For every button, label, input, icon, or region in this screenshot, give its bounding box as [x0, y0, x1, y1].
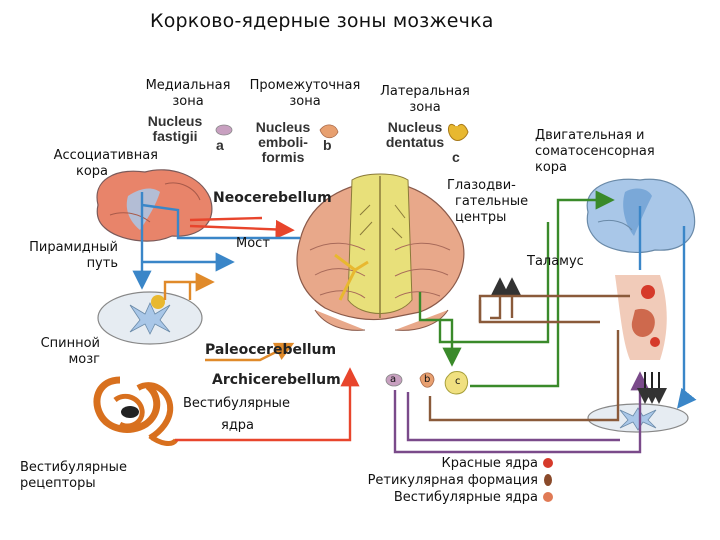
zone-medial-latin-1: Nucleus — [147, 113, 203, 129]
motor-cortex-line-1: Двигательная и — [535, 128, 645, 143]
archicerebellum-label: Archicerebellum — [212, 372, 341, 388]
legend-vestibular-nuclei: Вестибулярные ядра — [393, 490, 538, 505]
spinal-cord-left — [97, 291, 203, 345]
vestibular-receptors-line-2: рецепторы — [20, 476, 96, 491]
cerebellum — [296, 173, 465, 331]
zone-medial-name-1: Медиальная — [145, 78, 231, 93]
vestibular-nuclei-line-2: ядра — [221, 418, 255, 433]
legend-dot-vestibular — [543, 492, 553, 502]
spinal-cord-line-2: мозг — [68, 352, 100, 367]
zone-medial-latin-2: fastigii — [152, 128, 198, 144]
associative-cortex-label: Ассоциативная кора — [26, 148, 158, 180]
thalamus-label: Таламус — [527, 254, 584, 269]
vestibular-receptors-line-1: Вестибулярные — [20, 460, 127, 475]
legend-red-nuclei: Красные ядра — [441, 456, 538, 471]
pyramidal-tract-line-2: путь — [86, 256, 118, 271]
zone-intermediate-letter: b — [323, 137, 332, 153]
zone-intermediate-latin: Nucleus emboli- formis — [248, 120, 318, 165]
zone-lateral-letter: c — [452, 149, 460, 165]
paleocerebellum-label: Paleocerebellum — [205, 342, 337, 358]
zone-lateral-latin-2: dentatus — [385, 134, 445, 150]
brainstem-right — [615, 275, 667, 360]
diagram-title: Корково-ядерные зоны мозжечка — [150, 10, 494, 32]
zone-intermediate-latin-2: emboli- — [258, 134, 308, 150]
zone-lateral-name-2: зона — [409, 100, 441, 115]
legend-reticular-formation: Ретикулярная формация — [367, 473, 538, 488]
vestibular-receptor-organ — [93, 376, 179, 446]
legend: Красные ядра Ретикулярная формация Вести… — [330, 455, 538, 506]
motor-cortex-line-3: кора — [535, 160, 568, 175]
nucleus-icons — [215, 123, 469, 141]
nucleus-letter-b: b — [424, 374, 431, 385]
oculomotor-line-1: Глазодви- — [447, 178, 516, 193]
motor-cortex-label: Двигательная и соматосенсорная кора — [535, 128, 655, 176]
zone-medial-name-2: зона — [172, 94, 204, 109]
zone-lateral-name-1: Латеральная — [380, 84, 470, 99]
zone-intermediate-latin-1: Nucleus — [255, 119, 311, 135]
associative-cortex-brain — [96, 169, 213, 242]
spinal-cord-line-1: Спинной — [40, 336, 100, 351]
zone-intermediate-name-1: Промежуточная — [249, 78, 361, 93]
zone-medial-letter: a — [216, 137, 224, 153]
zone-intermediate-latin-3: formis — [261, 149, 305, 165]
associative-cortex-line-1: Ассоциативная — [53, 148, 158, 163]
associative-cortex-line-2: кора — [75, 164, 108, 179]
spinal-cord-right — [587, 403, 689, 433]
cerebellar-nuclei-lower — [385, 371, 469, 395]
vestibular-receptors-label: Вестибулярные рецепторы — [20, 460, 127, 492]
vestibular-nuclei-label: Вестибулярные ядра — [183, 396, 290, 434]
legend-markers — [543, 458, 553, 502]
oculomotor-line-2: гательные — [455, 194, 529, 209]
nucleus-letter-c: c — [455, 376, 461, 387]
pons-label: Мост — [236, 236, 270, 251]
pyramidal-tract-label: Пирамидный путь — [8, 240, 118, 272]
zone-intermediate-name-2: зона — [289, 94, 321, 109]
neocerebellum-label: Neocerebellum — [213, 190, 332, 206]
zone-medial-latin: Nucleus fastigii — [140, 114, 210, 144]
oculomotor-centers-label: Глазодви- гательные центры — [447, 178, 528, 226]
legend-dot-red-nuclei — [543, 458, 553, 468]
zone-medial-label: Медиальная зона — [136, 78, 240, 110]
zone-lateral-label: Латеральная зона — [370, 84, 480, 116]
legend-dot-reticular — [544, 474, 552, 486]
zone-lateral-latin: Nucleus dentatus — [378, 120, 452, 150]
pathways — [132, 190, 697, 454]
oculomotor-line-3: центры — [455, 210, 507, 225]
pyramidal-tract-line-1: Пирамидный — [29, 240, 118, 255]
vestibular-nuclei-line-1: Вестибулярные — [183, 396, 290, 411]
spinal-cord-label: Спинной мозг — [20, 336, 100, 368]
nucleus-letter-a: a — [390, 374, 397, 385]
motor-cortex-line-2: соматосенсорная — [535, 144, 655, 159]
zone-lateral-latin-1: Nucleus — [387, 119, 443, 135]
zone-intermediate-label: Промежуточная зона — [240, 78, 370, 110]
